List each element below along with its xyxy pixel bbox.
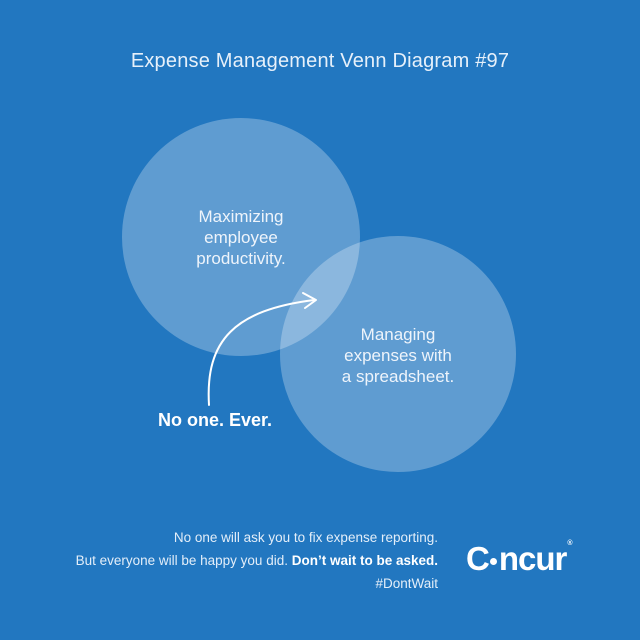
logo-letter-c: C [466,540,490,577]
footer-line-1: No one will ask you to fix expense repor… [173,530,438,545]
diagram-title: Expense Management Venn Diagram #97 [130,50,510,72]
logo-text: ncur [498,540,568,577]
right-circle [280,236,516,472]
footer-message: No one will ask you to fix expense repor… [76,526,438,595]
left-circle [122,118,360,356]
registered-mark: ® [567,540,572,547]
right-circle-label: Managing expenses with a spreadsheet. [341,325,455,386]
hashtag: #DontWait [375,576,438,591]
footer-line-2-bold: Don’t wait to be asked. [291,553,438,568]
intersection-callout: No one. Ever. [157,410,273,430]
logo-dot-icon [489,557,497,565]
footer-line-2: But everyone will be happy you did. Don’… [76,549,438,572]
left-circle-label: Maximizing employee productivity. [196,207,286,268]
footer-line-2-regular: But everyone will be happy you did. [75,553,292,568]
